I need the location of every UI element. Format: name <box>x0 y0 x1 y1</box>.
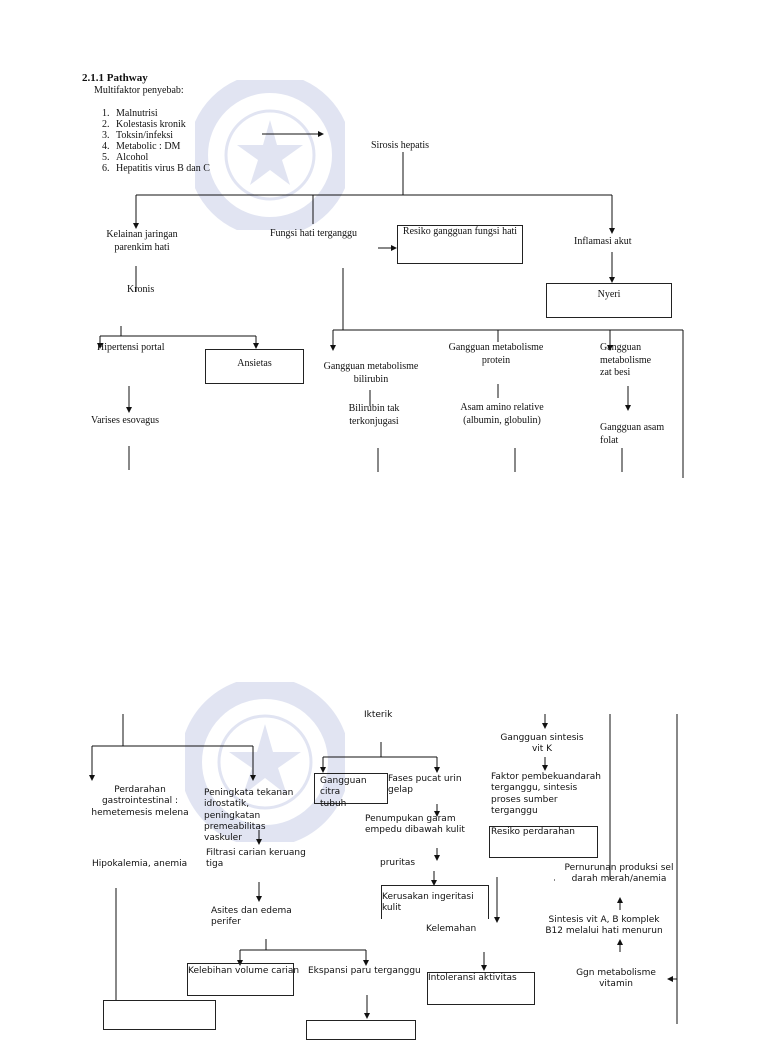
cause-item: Toksin/infeksi <box>112 130 210 141</box>
cause-item: Hepatitis virus B dan C <box>112 163 210 174</box>
node-bilirubin-tak: Bilirubin tak terkonjugasi <box>348 403 400 427</box>
page-gap <box>0 500 768 652</box>
node-ekspansi: Ekspansi paru terganggu <box>308 966 421 976</box>
box-intoleransi <box>427 972 535 1005</box>
node-asites: Asites dan edema perifer <box>211 906 292 928</box>
node-sintesis-k: Gangguan sintesis vit K <box>500 733 584 755</box>
node-penumpukan: Penumpukan garam empedu dibawah kulit <box>365 814 465 836</box>
node-intoleransi: Intoleransi aktivitas <box>428 973 517 983</box>
node-asam-amino: Asam amino relative (albumin, globulin) <box>460 402 544 426</box>
node-sintesis-vit: Sintesis vit A, B komplek B12 melalui ha… <box>545 915 663 937</box>
node-inflamasi: Inflamasi akut <box>574 236 632 247</box>
causes-list: Malnutrisi Kolestasis kronik Toksin/infe… <box>84 108 210 174</box>
node-fungsi-hati: Fungsi hati terganggu <box>270 228 358 239</box>
node-peningkatan: Peningkata tekanan idrostatik, peningkat… <box>204 788 294 843</box>
node-fases: Fases pucat urin gelap <box>388 774 462 796</box>
box-ansietas <box>205 349 304 384</box>
node-protein: Gangguan metabolisme protein <box>448 342 544 366</box>
cause-item: Malnutrisi <box>112 108 210 119</box>
section-heading: 2.1.1 Pathway <box>82 72 148 84</box>
node-faktor: Faktor pembekuandarah terganggu, sintesi… <box>491 772 601 816</box>
box-truncated-bottom-left <box>103 1000 216 1030</box>
node-hipokalemia: Hipokalemia, anemia <box>92 859 188 869</box>
node-perdarahan: Perdarahan gastrointestinal : hemetemesi… <box>91 785 189 818</box>
node-ansietas: Ansietas <box>237 358 272 369</box>
box-resiko-perdarahan <box>489 826 598 858</box>
pathway-connectors-bottom <box>89 714 678 1024</box>
box-truncated-bottom-mid <box>306 1020 416 1040</box>
node-ggn-metabolisme: Ggn metabolisme vitamin <box>576 968 656 990</box>
box-kerusakan <box>381 885 489 919</box>
cause-item: Metabolic : DM <box>112 141 210 152</box>
node-resiko-fungsi: Resiko gangguan fungsi hati <box>402 226 518 237</box>
node-zat-besi: Gangguan metabolisme zat besi <box>600 342 652 378</box>
node-pernurunan: Pernurunan produksi sel darah merah/anem… <box>564 863 674 885</box>
node-sirosis: Sirosis hepatis <box>371 140 430 151</box>
node-kerusakan: Kerusakan ingeritasi kulit <box>382 892 474 914</box>
pathway-connectors-top <box>97 131 684 478</box>
node-kronis: Kronis <box>127 284 155 295</box>
node-kelainan: Kelainan jaringan parenkim hati <box>106 229 178 253</box>
node-nyeri: Nyeri <box>597 289 621 300</box>
node-resiko-perdarahan: Resiko perdarahan <box>491 827 575 837</box>
node-ikterik: Ikterik <box>364 710 393 720</box>
box-nyeri <box>546 283 672 318</box>
node-kelemahan: Kelemahan <box>426 924 477 934</box>
node-filtrasi: Filtrasi carian keruang tiga <box>206 848 306 870</box>
causes-intro: Multifaktor penyebab: <box>94 85 184 96</box>
box-resiko-fungsi <box>397 225 523 264</box>
box-kelebihan <box>187 963 294 996</box>
node-varises: Varises esovagus <box>91 415 160 426</box>
node-hipertensi: Hipertensi portal <box>97 342 165 353</box>
node-citra: Gangguan citra tubuh <box>320 776 367 809</box>
node-kelebihan: Kelebihan volume carian <box>188 966 300 976</box>
node-asam-folat: Gangguan asam folat <box>600 422 665 446</box>
box-citra <box>314 773 388 804</box>
node-pruritas: pruritas <box>380 858 416 868</box>
cause-item: Alcohol <box>112 152 210 163</box>
document-page-bottom: Ikterik Gangguan sintesis vit K Perdarah… <box>0 652 768 1040</box>
document-page-top: 2.1.1 Pathway Multifaktor penyebab: Maln… <box>0 0 768 500</box>
node-bilirubin: Gangguan metabolisme bilirubin <box>323 361 419 385</box>
cause-item: Kolestasis kronik <box>112 119 210 130</box>
